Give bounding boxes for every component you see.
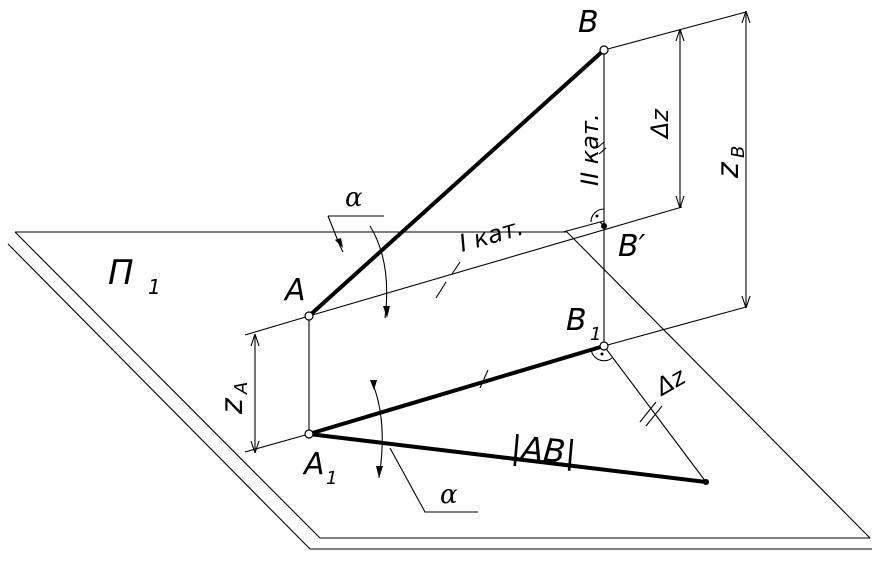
right-angle-dot-b1 xyxy=(600,352,604,356)
label-B1: B xyxy=(566,303,587,338)
alpha-leader-top xyxy=(327,215,344,253)
plane-outline xyxy=(7,231,872,550)
first-leg-line xyxy=(308,206,683,317)
first-leg-label: I кат. xyxy=(456,213,527,258)
angle-arc-lower xyxy=(371,381,383,479)
segment-A1B1 xyxy=(307,344,606,436)
points xyxy=(304,45,709,485)
right-angle-bprime xyxy=(590,208,605,223)
tick-first-leg-1 xyxy=(435,281,447,299)
alpha-label-top: α xyxy=(345,183,363,213)
angle-arc-upper xyxy=(369,225,388,319)
label-Bprime: B′ xyxy=(618,229,646,264)
tick-a1b1 xyxy=(479,369,489,389)
label-A1: A xyxy=(302,447,325,482)
alpha-label-bottom: α xyxy=(440,480,458,510)
ext-line-A xyxy=(244,315,310,336)
second-leg-label: II кат. xyxy=(576,113,604,186)
tick-first-leg-2 xyxy=(451,261,461,275)
arrowhead-alpha-4 xyxy=(376,466,383,478)
right-angle-marks xyxy=(590,208,613,362)
angle-marks xyxy=(327,215,478,513)
zB-label: z xyxy=(711,161,746,179)
delta-z-vertical-label: Δz xyxy=(646,108,674,140)
arrowhead-alpha-1 xyxy=(335,238,343,248)
plane-label: Π xyxy=(108,253,134,293)
true-length-label: |AB| xyxy=(509,428,577,472)
point-A1-marker xyxy=(304,429,314,439)
label-B1-sub: 1 xyxy=(590,324,601,345)
plane-label-sub: 1 xyxy=(148,275,161,299)
tick-second-leg-1 xyxy=(596,141,605,149)
right-angle-dot-bprime xyxy=(595,214,599,218)
zB-label-sub: B xyxy=(728,146,749,158)
zA-label-sub: A xyxy=(231,382,252,395)
ext-line-B1 xyxy=(603,306,747,347)
tick-second-leg-2 xyxy=(598,147,607,155)
labels: Π 1 B A A 1 B 1 B′ α α I кат. II кат. Δz… xyxy=(108,5,749,510)
tick-dz-2 xyxy=(645,405,663,427)
ext-line-B xyxy=(603,11,747,51)
point-B1-marker xyxy=(599,341,609,351)
dimensions xyxy=(255,12,746,452)
point-A-marker xyxy=(304,311,314,321)
point-Bprime-marker xyxy=(601,223,607,229)
segments xyxy=(307,48,708,484)
bprime-leader xyxy=(562,220,605,233)
label-A1-sub: 1 xyxy=(326,468,337,489)
right-angle-b1 xyxy=(590,347,613,362)
zA-label: z xyxy=(215,397,250,415)
arrowhead-alpha-3 xyxy=(370,380,377,390)
tick-marks xyxy=(435,141,663,427)
alpha-leader-bottom xyxy=(389,447,478,513)
segment-AB xyxy=(307,48,606,318)
point-B-marker xyxy=(599,45,609,55)
tick-dz-1 xyxy=(639,401,657,423)
arrowhead-alpha-2 xyxy=(383,306,390,318)
label-B: B xyxy=(578,5,599,40)
label-A: A xyxy=(283,273,306,308)
segment-true-length xyxy=(307,432,708,484)
point-end-marker xyxy=(703,479,709,485)
delta-z-diagonal-label: Δz xyxy=(649,362,691,402)
